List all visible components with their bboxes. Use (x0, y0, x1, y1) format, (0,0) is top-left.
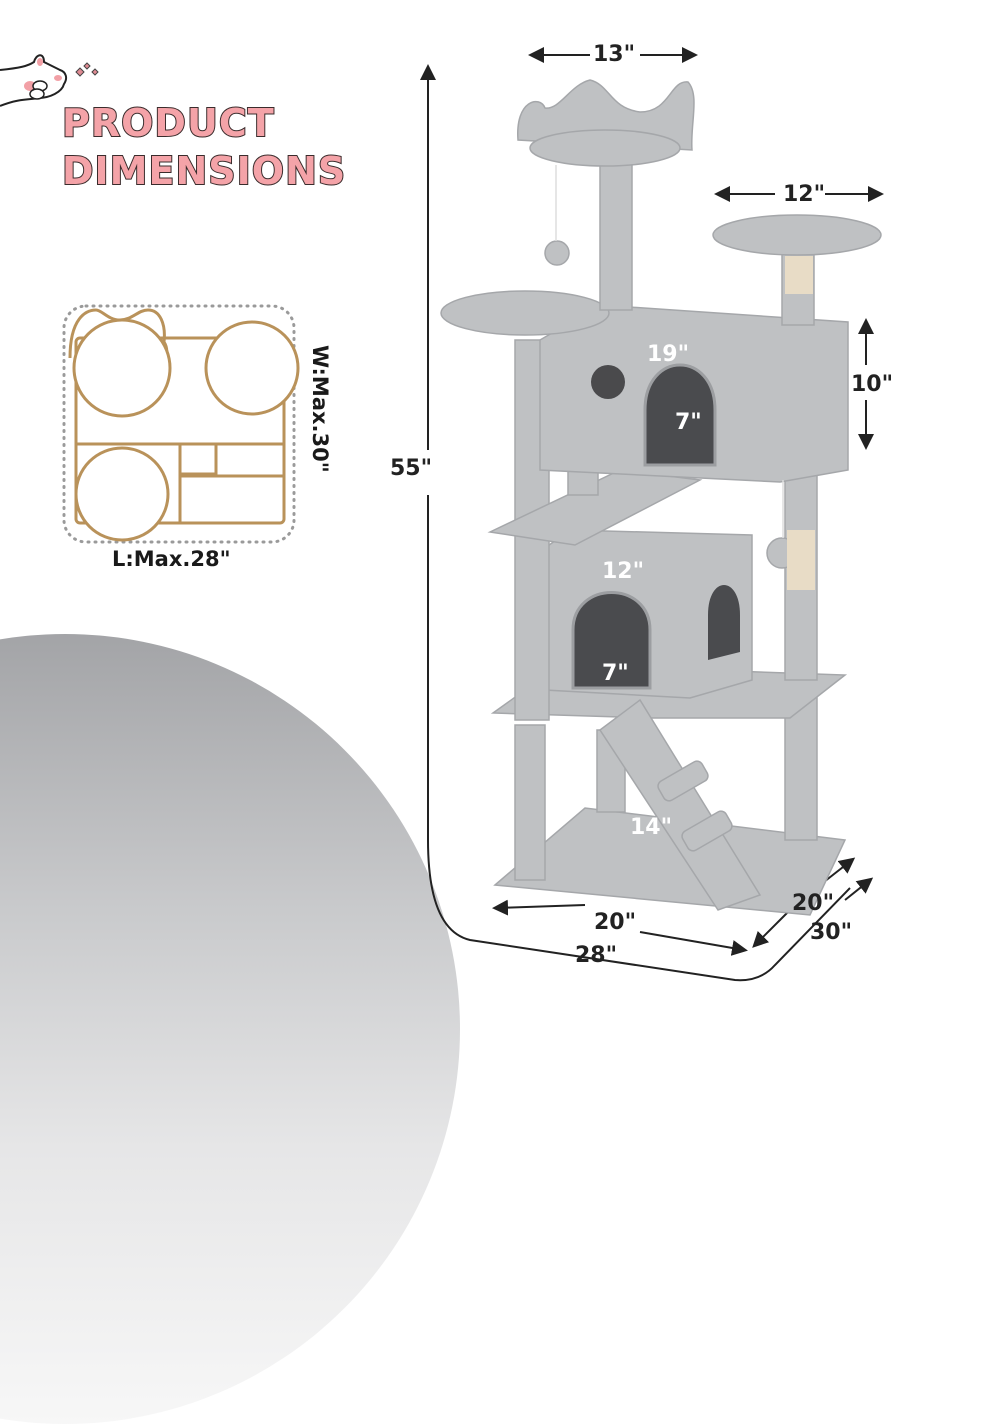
cat-tree-illustration (440, 79, 882, 916)
side-platform-width-label: 12" (783, 182, 826, 207)
ramp-length-label: 14" (630, 815, 673, 840)
overall-length-label: 28" (575, 943, 618, 968)
top-perch-width-label: 13" (593, 42, 636, 67)
base-width-label: 20" (792, 891, 835, 916)
upper-condo-door-label: 7" (675, 410, 702, 435)
title-line-1: PRODUCT (61, 101, 275, 145)
total-height-label: 55" (390, 456, 433, 481)
overall-width-label: 30" (810, 920, 853, 945)
upper-condo-height-label: 10" (851, 372, 894, 397)
base-length-label: 20" (594, 910, 637, 935)
lower-condo-door-label: 7" (602, 661, 629, 686)
cat-paw-icon (0, 54, 99, 107)
lower-condo-width-label: 12" (602, 559, 645, 584)
footprint-diagram (62, 304, 300, 544)
title-line-2: DIMENSIONS (61, 149, 347, 193)
length-label: L:Max.28" (112, 547, 231, 571)
upper-condo-width-label: 19" (647, 342, 690, 367)
